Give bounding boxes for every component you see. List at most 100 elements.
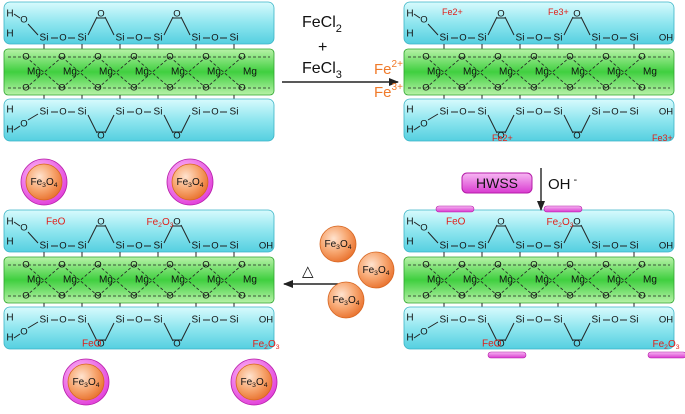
oxygen-atom: O	[611, 315, 618, 326]
oxygen-atom: O	[530, 260, 537, 271]
si-atom: Si	[154, 241, 163, 252]
fe3o4-label: Fe3O4	[72, 377, 99, 389]
bond-line	[13, 221, 21, 227]
bond-line	[413, 13, 421, 19]
oxygen-atom: O	[638, 52, 645, 63]
bond-line	[580, 224, 591, 244]
si-atom: Si	[554, 315, 563, 326]
h-atom: H	[6, 217, 13, 228]
oxygen-atom: O	[602, 291, 609, 302]
bond-line	[163, 224, 174, 244]
si-atom: Si	[554, 241, 563, 252]
hwss-coating	[435, 205, 475, 213]
si-atom: Si	[230, 107, 239, 118]
lattice-line	[533, 56, 571, 89]
bond-line	[563, 322, 574, 342]
si-atom: Si	[478, 33, 487, 44]
mg-atom: Mg	[99, 67, 113, 78]
si-atom: Si	[440, 107, 449, 118]
lattice-line	[533, 264, 571, 297]
bond-line	[87, 224, 98, 244]
oxygen-atom: O	[573, 217, 580, 228]
bond-line	[580, 16, 591, 36]
hydroxyl-group: OH	[659, 315, 673, 326]
fe3o4-particle: Fe3O4	[230, 358, 278, 406]
hydroxyl-group: OH	[659, 107, 673, 118]
oxygen-atom: O	[22, 83, 29, 94]
lattice-line	[169, 56, 207, 89]
hydroxide-label: OH-	[548, 174, 578, 193]
bond-line	[504, 224, 515, 244]
oxygen-atom: O	[130, 52, 137, 63]
si-atom: Si	[230, 315, 239, 326]
lattice-line	[205, 264, 243, 297]
mg-atom: Mg	[643, 67, 657, 78]
oxygen-atom: O	[211, 33, 218, 44]
mg-atom: Mg	[499, 67, 513, 78]
oxygen-atom: O	[611, 107, 618, 118]
hwss-coating	[543, 205, 583, 213]
oxygen-atom: O	[638, 291, 645, 302]
si-atom: Si	[516, 107, 525, 118]
free-ions: Fe2+ Fe3+	[374, 59, 403, 101]
oxygen-atom: O	[94, 83, 101, 94]
fe3o4-core	[357, 251, 395, 289]
si-atom: Si	[478, 107, 487, 118]
si-atom: Si	[440, 241, 449, 252]
mg-atom: Mg	[427, 275, 441, 286]
tetrahedral-sheet	[403, 306, 675, 350]
oxygen-atom: O	[238, 291, 245, 302]
lattice-line	[25, 56, 63, 89]
oxygen-atom: O	[20, 119, 27, 130]
lattice-line	[205, 56, 243, 89]
oxygen-atom: O	[97, 9, 104, 20]
oxygen-atom: O	[211, 107, 218, 118]
octahedral-sheet	[403, 48, 675, 96]
bond-line	[487, 322, 498, 342]
lattice-line	[97, 56, 135, 89]
mg-atom: Mg	[607, 275, 621, 286]
oxygen-atom: O	[611, 241, 618, 252]
oxygen-atom: O	[173, 131, 180, 142]
h-atom: H	[406, 313, 413, 324]
lattice-line	[605, 56, 643, 89]
ion-fe2: Fe2+	[374, 59, 403, 78]
oxygen-atom: O	[494, 260, 501, 271]
oxygen-atom: O	[238, 83, 245, 94]
site-feo-label: FeO	[446, 217, 466, 228]
oxygen-atom: O	[420, 119, 427, 130]
oxygen-atom: O	[420, 223, 427, 234]
si-atom: Si	[78, 315, 87, 326]
oxygen-atom: O	[202, 52, 209, 63]
lattice-line	[25, 264, 63, 297]
site-fe2-label: Fe2+	[442, 7, 463, 17]
lattice-line	[461, 56, 499, 89]
oxygen-atom: O	[422, 291, 429, 302]
lattice-line	[133, 56, 171, 89]
oxygen-atom: O	[135, 315, 142, 326]
fe3o4-particle: Fe3O4	[327, 281, 365, 319]
site-fe2o3-label: Fe2O3	[252, 339, 279, 351]
fe3o4-label: Fe3O4	[30, 177, 57, 189]
bond-line	[487, 224, 498, 244]
oxygen-atom: O	[173, 339, 180, 350]
oxygen-atom: O	[602, 260, 609, 271]
bond-line	[27, 321, 39, 329]
mg-atom: Mg	[135, 67, 149, 78]
lattice-line	[425, 264, 463, 297]
oxygen-atom: O	[97, 339, 104, 350]
si-atom: Si	[630, 315, 639, 326]
fe3o4-label: Fe3O4	[176, 177, 203, 189]
hwss-coating	[487, 351, 527, 359]
oxygen-atom: O	[530, 291, 537, 302]
si-atom: Si	[630, 241, 639, 252]
h-atom: H	[406, 125, 413, 136]
oxygen-atom: O	[211, 241, 218, 252]
si-atom: Si	[516, 241, 525, 252]
lattice-line	[133, 56, 171, 89]
oxygen-atom: O	[94, 52, 101, 63]
bond-line	[563, 224, 574, 244]
